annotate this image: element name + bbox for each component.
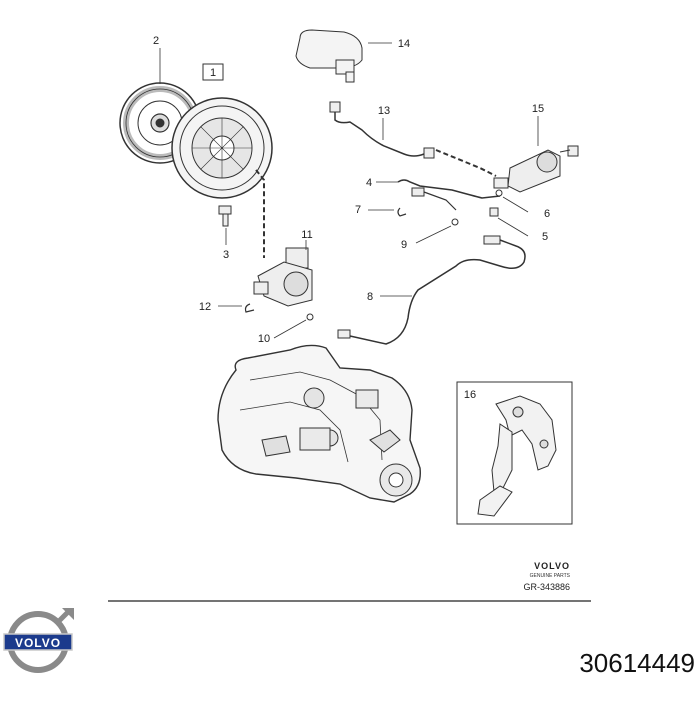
leader-line — [502, 196, 529, 213]
slave-cylinder — [253, 247, 313, 307]
part-label-13: 13 — [378, 105, 390, 117]
diagram-brand-mark: VOLVO — [534, 561, 570, 571]
diagram-brand-sub: GENUINE PARTS — [530, 573, 571, 579]
dashed-connector — [255, 169, 265, 258]
leader-line — [497, 217, 529, 237]
part-label-8: 8 — [367, 291, 373, 303]
part-label-15: 15 — [532, 103, 544, 115]
leader-line — [273, 319, 307, 339]
part-label-7: 7 — [355, 204, 361, 216]
part-number: 30614449 — [579, 648, 695, 678]
frame-label-box — [202, 63, 224, 81]
part-label-16: 16 — [464, 389, 476, 401]
hose-part-13 — [329, 101, 435, 159]
seal-part-6 — [495, 189, 503, 197]
volvo-logo: VOLVO — [3, 608, 74, 673]
part-label-11: 11 — [301, 229, 312, 241]
gearbox — [217, 344, 421, 503]
dashed-connector — [435, 149, 497, 177]
pressure-plate — [171, 97, 273, 199]
part-label-4: 4 — [366, 177, 372, 189]
part-label-9: 9 — [401, 239, 407, 251]
clip-part-12 — [244, 303, 255, 313]
master-cylinder — [493, 145, 579, 193]
seal-part-10 — [306, 313, 314, 321]
part-label-2: 2 — [153, 35, 159, 47]
fitting-part-5 — [489, 207, 499, 217]
seal-part-9 — [451, 218, 459, 226]
part-label-12: 12 — [199, 301, 211, 313]
figure-reference: GR-343886 — [523, 582, 570, 592]
part-label-10: 10 — [258, 333, 270, 345]
clutch-pedal — [477, 395, 557, 517]
leader-line — [415, 225, 452, 244]
part-label-5: 5 — [542, 231, 548, 243]
frame-label: 1 — [210, 67, 216, 79]
pipe-part-8 — [337, 235, 526, 345]
part-label-6: 6 — [544, 208, 550, 220]
pipe-part-4 — [397, 179, 501, 211]
bolt-part-3 — [218, 205, 232, 227]
part-label-14: 14 — [398, 38, 410, 50]
part-label-3: 3 — [223, 249, 229, 261]
reservoir — [295, 29, 363, 83]
logo-text: VOLVO — [15, 636, 61, 650]
clip-part-7 — [397, 207, 407, 217]
